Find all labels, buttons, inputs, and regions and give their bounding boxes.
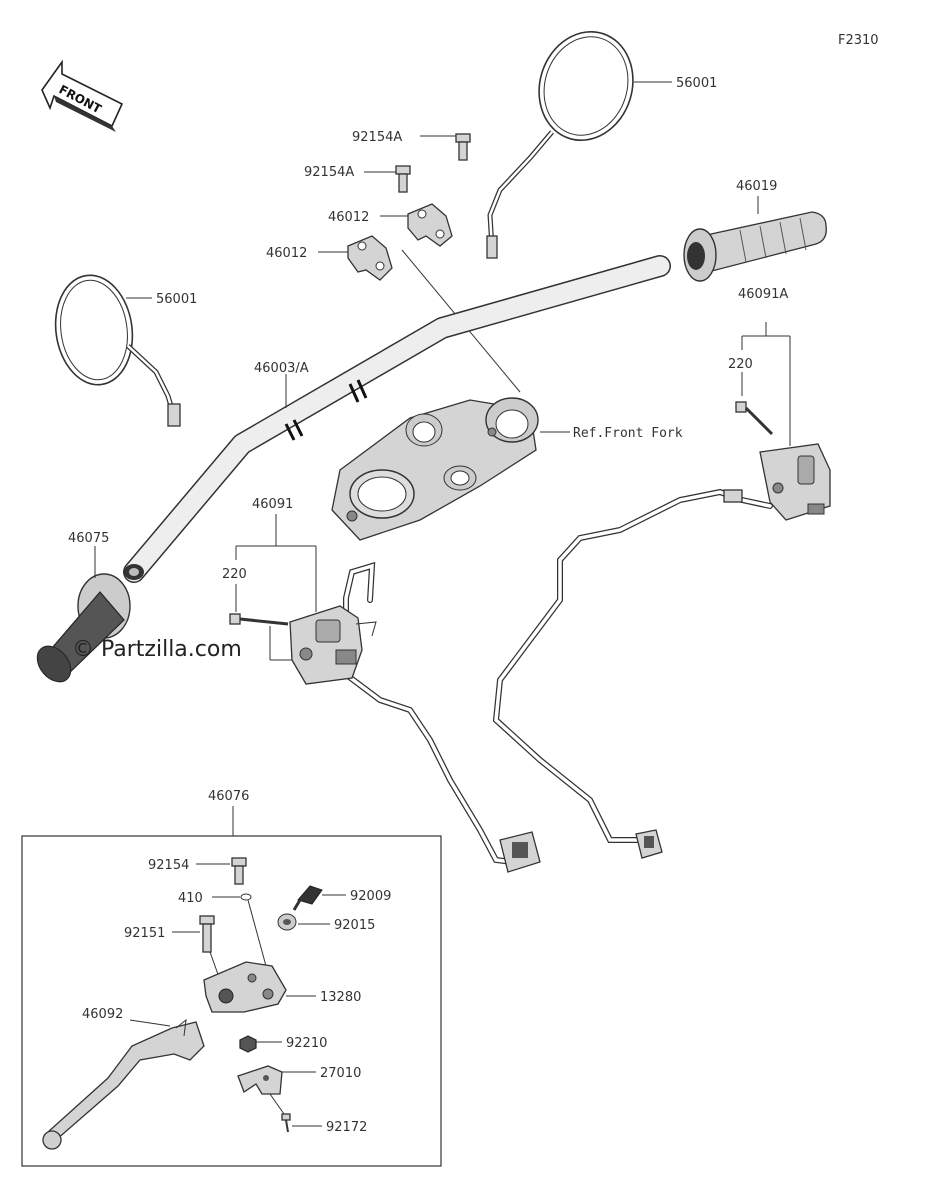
label-holder-left: 46012: [266, 246, 307, 261]
label-mirror-left: 56001: [156, 292, 197, 307]
label-bolt-92154: 92154: [148, 858, 189, 873]
label-switch-right: 46091A: [738, 287, 788, 302]
label-grip-right: 46019: [736, 179, 777, 194]
label-lever-assy: 46076: [208, 789, 249, 804]
label-screw-left: 220: [222, 567, 247, 582]
watermark: © Partzilla.com: [72, 637, 242, 662]
connector-left[interactable]: [499, 831, 541, 873]
lever-46092[interactable]: [42, 1018, 205, 1150]
lever-assembly-box: [21, 835, 442, 1167]
label-switch-27010: 27010: [320, 1066, 361, 1081]
label-lever-46092: 46092: [82, 1007, 123, 1022]
mirror-right[interactable]: [486, 19, 647, 259]
bolt-92154a-top[interactable]: [455, 133, 471, 161]
label-handlebar: 46003/A: [254, 361, 309, 376]
switch-housing-right[interactable]: [759, 443, 831, 521]
bolt-92151[interactable]: [199, 915, 215, 953]
label-bolt-a-mid: 92154A: [304, 165, 354, 180]
grip-left[interactable]: [30, 573, 131, 688]
switch-27010[interactable]: [237, 1065, 283, 1095]
handlebar[interactable]: [123, 255, 671, 583]
label-bolt-92151: 92151: [124, 926, 165, 941]
grip-right[interactable]: [683, 211, 827, 282]
holder-46012-left[interactable]: [347, 235, 393, 281]
screw-92009[interactable]: [292, 885, 323, 911]
mirror-left[interactable]: [49, 270, 181, 427]
bracket-13280[interactable]: [203, 961, 287, 1013]
label-screw-92172: 92172: [326, 1120, 367, 1135]
label-bolt-a-top: 92154A: [352, 130, 402, 145]
label-grip-left: 46075: [68, 531, 109, 546]
bolt-92154[interactable]: [231, 857, 247, 885]
label-switch-left: 46091: [252, 497, 293, 512]
bush-92015[interactable]: [277, 913, 297, 931]
screw-220-right[interactable]: [735, 401, 774, 436]
label-screw-right: 220: [728, 357, 753, 372]
label-washer-410: 410: [178, 891, 203, 906]
front-arrow-icon: FRONT: [41, 59, 124, 132]
screw-92172[interactable]: [281, 1113, 291, 1133]
bolt-92154a-mid[interactable]: [395, 165, 411, 193]
label-nut-92210: 92210: [286, 1036, 327, 1051]
nut-92210[interactable]: [239, 1035, 257, 1053]
washer-410[interactable]: [240, 893, 252, 901]
connector-right[interactable]: [635, 829, 663, 859]
label-bush-92015: 92015: [334, 918, 375, 933]
label-ref-front-fork: Ref.Front Fork: [573, 426, 683, 441]
label-screw-92009: 92009: [350, 889, 391, 904]
label-bracket-13280: 13280: [320, 990, 361, 1005]
figure-code: F2310: [838, 33, 879, 48]
label-holder-right: 46012: [328, 210, 369, 225]
label-mirror-right: 56001: [676, 76, 717, 91]
screw-220-left[interactable]: [229, 613, 289, 626]
switch-housing-left[interactable]: [289, 605, 377, 685]
holder-46012-right[interactable]: [407, 203, 453, 247]
front-fork-clamp[interactable]: [331, 397, 539, 541]
